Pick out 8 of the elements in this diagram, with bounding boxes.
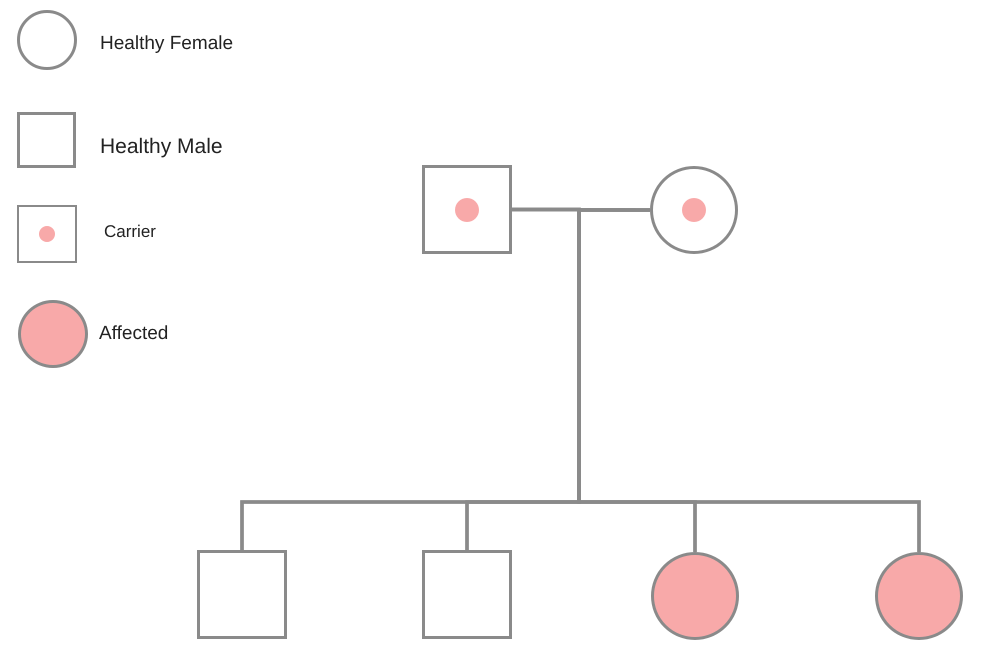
legend-label: Healthy Female [100,33,234,55]
legend-label: Healthy Male [100,135,223,159]
descent-line [577,208,921,552]
legend-label: Affected [99,323,168,345]
male-symbol [197,550,287,639]
legend-label: Carrier [104,222,156,242]
carrier-male-symbol [422,165,512,254]
male-symbol [422,550,512,639]
